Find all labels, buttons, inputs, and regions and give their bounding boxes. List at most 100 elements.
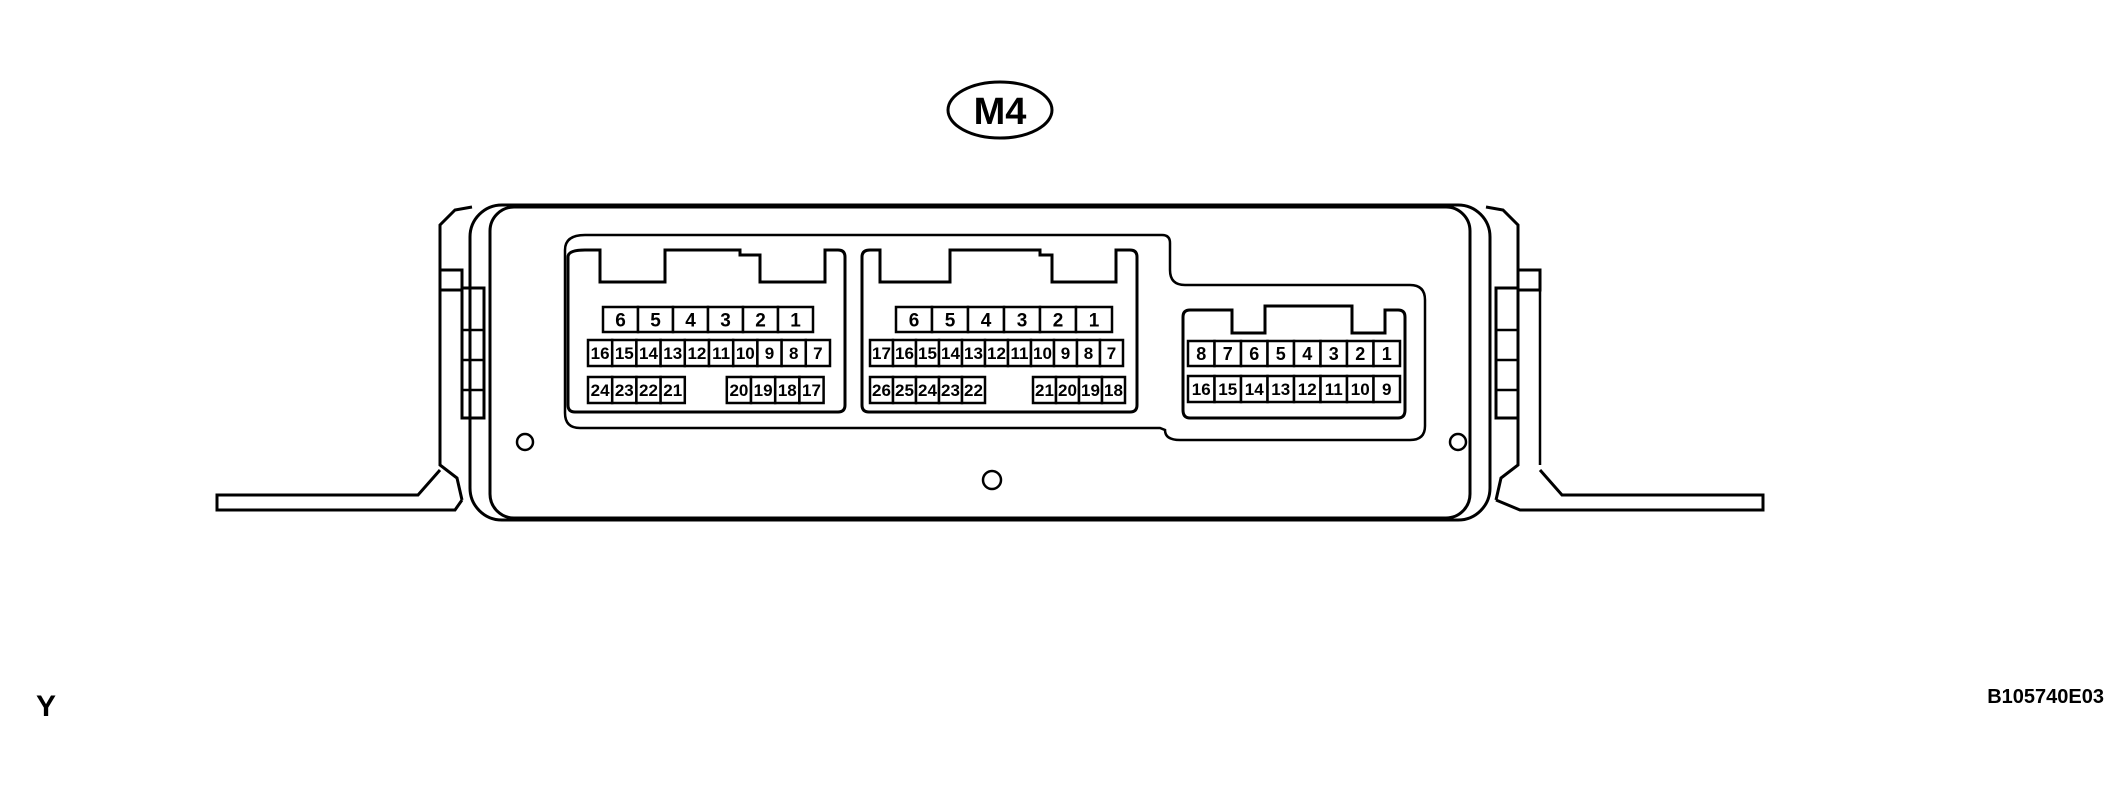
pin-number: 17 — [872, 344, 891, 363]
pin-number: 25 — [895, 381, 914, 400]
pin-number: 10 — [1351, 380, 1370, 399]
pin-number: 8 — [1084, 344, 1093, 363]
pin-number: 14 — [1245, 380, 1264, 399]
pin-number: 21 — [663, 381, 682, 400]
pin-number: 15 — [1218, 380, 1237, 399]
connector-pin: 1 — [776, 305, 815, 334]
pin-number: 16 — [591, 344, 610, 363]
pin-number: 23 — [615, 381, 634, 400]
connector-pin: 5 — [636, 305, 675, 334]
pin-number: 20 — [729, 381, 748, 400]
mounting-hole-left — [515, 432, 535, 452]
connector-pin: 4 — [671, 305, 710, 334]
pin-number: 23 — [941, 381, 960, 400]
pin-number: 13 — [964, 344, 983, 363]
connector-pin: 3 — [706, 305, 745, 334]
connector-pin: 11 — [707, 338, 735, 368]
connector-pin: 9 — [756, 338, 783, 368]
pin-number: 15 — [615, 344, 634, 363]
pin-number: 3 — [1017, 310, 1028, 331]
connector-pin: 8 — [1075, 338, 1102, 368]
pin-number: 19 — [1081, 381, 1100, 400]
pin-number: 7 — [1223, 344, 1233, 364]
connector-b-shell — [860, 248, 1139, 414]
connector-pin: 13 — [1266, 374, 1296, 404]
pin-number: 8 — [1196, 344, 1206, 364]
connector-pin: 10 — [731, 338, 759, 368]
connector-pin: 9 — [1372, 374, 1402, 404]
pin-number: 7 — [1107, 344, 1116, 363]
pin-number: 4 — [685, 310, 696, 331]
connector-pin: 2 — [741, 305, 780, 334]
pin-number: 16 — [895, 344, 914, 363]
pin-number: 9 — [765, 344, 774, 363]
pin-number: 11 — [1325, 380, 1343, 399]
pin-number: 16 — [1192, 380, 1211, 399]
connector-pin: 1 — [1074, 305, 1114, 334]
pin-number: 12 — [1298, 380, 1317, 399]
pin-number: 13 — [663, 344, 682, 363]
connector-pin: 22 — [635, 375, 662, 405]
connector-pin: 15 — [1213, 374, 1243, 404]
connector-pin: 25 — [891, 375, 918, 405]
connector-pin: 14 — [1239, 374, 1269, 404]
connector-label: M4 — [946, 80, 1054, 140]
left-mounting-bracket — [215, 205, 486, 512]
connector-pin: 24 — [914, 375, 941, 405]
pin-number: 5 — [1276, 344, 1286, 364]
pin-number: 4 — [1302, 344, 1312, 364]
pin-number: 14 — [639, 344, 658, 363]
pin-number: 20 — [1058, 381, 1077, 400]
pin-number: 7 — [813, 344, 822, 363]
pin-number: 18 — [1104, 381, 1123, 400]
connector-pin: 3 — [1319, 339, 1349, 368]
ecu-housing — [468, 203, 1492, 522]
pin-number: 24 — [591, 381, 610, 400]
pin-number: 2 — [1355, 344, 1365, 364]
pin-number: 1 — [1089, 310, 1100, 331]
pin-number: 9 — [1382, 380, 1391, 399]
connector-pin: 6 — [601, 305, 640, 334]
pin-number: 19 — [754, 381, 773, 400]
pin-number: 14 — [941, 344, 960, 363]
pin-number: 12 — [687, 344, 706, 363]
pin-number: 13 — [1271, 380, 1290, 399]
pin-number: 2 — [755, 310, 766, 331]
pin-number: 12 — [987, 344, 1006, 363]
pin-number: 1 — [1382, 344, 1392, 364]
connector-pin: 14 — [635, 338, 662, 368]
pin-number: 15 — [918, 344, 937, 363]
diagram-code-left: Y — [36, 690, 57, 723]
pin-number: 24 — [918, 381, 937, 400]
connector-pin: 15 — [610, 338, 638, 368]
connector-pin: 16 — [1186, 374, 1216, 404]
connector-pin: 23 — [937, 375, 964, 405]
connector-pin: 16 — [586, 338, 614, 368]
mounting-hole-center — [981, 469, 1003, 491]
connector-pin: 7 — [1213, 339, 1243, 368]
pin-number: 8 — [789, 344, 798, 363]
connector-pin: 5 — [1266, 339, 1296, 368]
connector-pin: 20 — [725, 375, 753, 405]
pin-number: 22 — [639, 381, 658, 400]
pin-number: 17 — [802, 381, 821, 400]
connector-pin: 22 — [960, 375, 987, 405]
connector-pin: 17 — [798, 375, 825, 405]
connector-pin: 1 — [1372, 339, 1402, 368]
connector-pin: 21 — [659, 375, 687, 405]
pin-number: 11 — [1011, 344, 1029, 363]
connector-pin: 5 — [930, 305, 970, 334]
pin-number: 5 — [650, 310, 661, 331]
connector-pin: 9 — [1052, 338, 1079, 368]
connector-pin: 4 — [1292, 339, 1322, 368]
connector-pin: 13 — [960, 338, 987, 368]
connector-pin: 21 — [1031, 375, 1058, 405]
connector-pin: 19 — [749, 375, 777, 405]
pin-number: 9 — [1061, 344, 1070, 363]
connector-pin: 14 — [937, 338, 964, 368]
pin-number: 18 — [778, 381, 797, 400]
connector-pin: 12 — [683, 338, 711, 368]
